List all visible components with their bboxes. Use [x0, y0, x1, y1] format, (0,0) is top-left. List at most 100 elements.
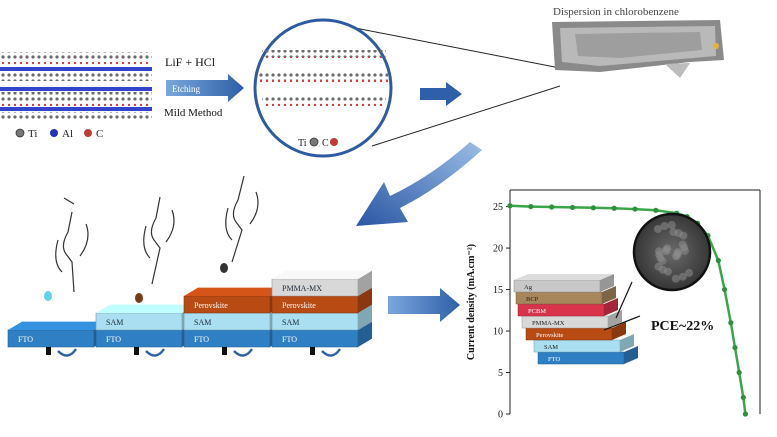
method-label: Mild Method	[164, 107, 223, 119]
stack-layer-label: FTO	[194, 335, 209, 344]
device-layer-label: BCP	[526, 296, 539, 303]
spin-chuck-icon	[222, 347, 227, 355]
jv-point	[528, 203, 534, 210]
y-tick-label: 25	[493, 202, 503, 213]
stack-1-layer-fto: FTO	[7, 321, 108, 348]
stack-4-layer-fto: FTO	[271, 321, 372, 348]
stack-3-layer-perovskite: Perovskite	[183, 287, 284, 314]
stack-4-layer-sam: SAM	[271, 304, 372, 331]
spin-arrow-icon	[233, 348, 253, 357]
jv-point	[728, 320, 734, 326]
pipette-1-icon	[55, 197, 89, 293]
stack-layer-label: SAM	[194, 318, 211, 327]
jv-point	[736, 369, 742, 376]
circle-ti-label: Ti	[298, 138, 307, 149]
mxene-droplet-icon	[220, 263, 228, 273]
dispersion-label: Dispersion in chlorobenzene	[553, 6, 679, 18]
y-tick-label: 0	[498, 410, 503, 421]
legend-c-label: C	[96, 128, 103, 140]
stack-layer-label: SAM	[106, 318, 123, 327]
spin-chuck-icon	[46, 347, 51, 355]
al-atom-icon	[50, 129, 58, 137]
device-layer-label: FTO	[548, 356, 560, 363]
jv-point	[721, 286, 728, 293]
etching-arrow-icon	[166, 74, 244, 102]
spin-arrow-icon	[321, 348, 341, 357]
pipettes	[55, 175, 259, 293]
curved-arrow-icon	[356, 142, 482, 226]
stack-1: FTO	[7, 321, 108, 357]
droplets	[44, 263, 228, 303]
stack-layer-label: FTO	[106, 335, 121, 344]
stack-layer-label: Perovskite	[282, 301, 316, 310]
stack-2-layer-sam: SAM	[95, 304, 196, 331]
jv-point	[590, 205, 596, 211]
jv-point	[740, 394, 746, 401]
jv-point	[632, 206, 638, 212]
stack-layer-label: SAM	[282, 318, 299, 327]
reagent-label: LiF + HCl	[165, 55, 216, 69]
pce-annotation: PCE~22%	[651, 319, 714, 334]
perovskite-droplet-icon	[135, 293, 143, 303]
pipette-3-icon	[225, 175, 259, 263]
device-layer-pcbm: PCBM	[517, 298, 618, 317]
stack-layer-label: Perovskite	[194, 301, 228, 310]
jv-point	[732, 345, 738, 351]
device-layer-label: PCBM	[528, 308, 546, 315]
stack-4-layer-pmma-mx: PMMA-MX	[271, 270, 372, 297]
mxene-c-atom-icon	[330, 138, 338, 146]
jv-point	[715, 257, 721, 264]
atom-legend: Ti Al C	[15, 128, 103, 140]
y-tick-label: 10	[493, 327, 503, 338]
mxene-magnifier: Ti C	[253, 18, 561, 158]
c-atom-icon	[84, 129, 92, 137]
spin-arrow-icon	[145, 348, 165, 357]
device-layer-fto: FTO	[537, 346, 638, 365]
stack-2: FTO SAM	[95, 304, 196, 357]
device-layer-label: Ag	[524, 284, 533, 291]
jv-point	[611, 205, 617, 211]
result-arrow-icon	[388, 288, 460, 322]
stack-layer-label: PMMA-MX	[282, 284, 322, 293]
max-phase-structure	[0, 52, 152, 120]
device-layer-label: SAM	[544, 344, 558, 351]
stack-3: FTO SAM Perovskite	[183, 287, 284, 357]
jv-point	[549, 204, 555, 210]
dispersion-arrow-icon	[420, 82, 462, 106]
stack-layer-label: FTO	[18, 335, 33, 344]
stack-layer-label: FTO	[282, 335, 297, 344]
spin-chuck-icon	[310, 347, 315, 355]
device-layer-sam: SAM	[533, 334, 634, 353]
device-layer-label: PMMA-MX	[532, 320, 565, 327]
y-tick-label: 15	[493, 285, 503, 296]
y-axis-label: Current density (mA.cm⁻²)	[466, 244, 477, 360]
spin-chuck-icon	[134, 347, 139, 355]
jv-point	[742, 411, 749, 417]
sam-droplet-icon	[44, 291, 52, 301]
device-layer-pmma-mx: PMMA-MX	[521, 310, 622, 329]
legend-al-label: Al	[62, 128, 73, 140]
pipette-2-icon	[143, 196, 175, 285]
spin-arrow-icon	[57, 348, 77, 357]
jv-point	[653, 207, 659, 213]
jv-point	[569, 204, 576, 211]
ti-atom-icon	[15, 128, 25, 138]
pce-pointer	[603, 315, 641, 331]
mxene-ti-atom-icon	[309, 137, 319, 147]
sem-pointer	[615, 281, 633, 319]
y-tick-label: 20	[493, 244, 503, 255]
stack-4: FTO SAM Perovskite PMMA-MX	[271, 270, 372, 357]
etching-label: Etching	[172, 84, 200, 94]
device-layer-ag: Ag	[513, 274, 614, 293]
y-tick-label: 5	[498, 368, 503, 379]
dispersion-image: Dispersion in chlorobenzene	[552, 6, 724, 78]
circle-c-label: C	[322, 138, 329, 149]
legend-ti-label: Ti	[28, 128, 37, 140]
etching-step: LiF + HCl Etching Mild Method	[164, 55, 244, 119]
device-layer-perovskite: Perovskite	[525, 322, 626, 341]
jv-point	[507, 203, 513, 209]
